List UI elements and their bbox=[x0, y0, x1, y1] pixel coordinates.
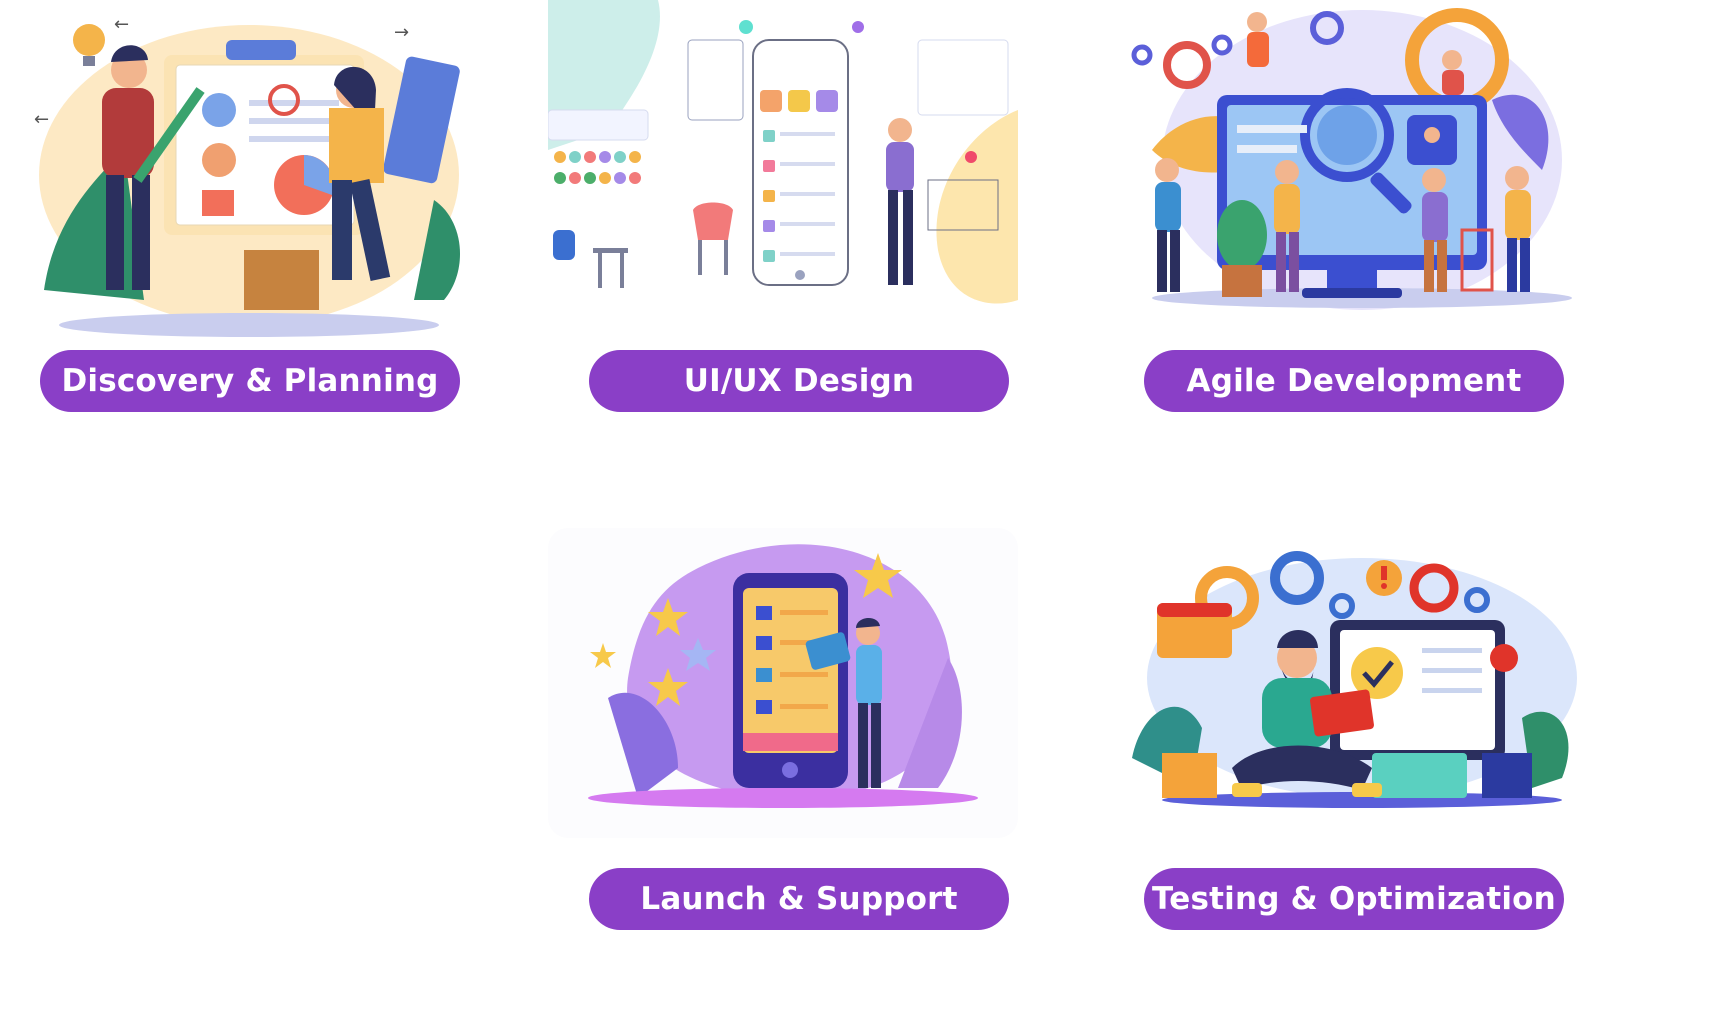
step-card-agile: Agile Development bbox=[1122, 0, 1592, 450]
svg-text:→: → bbox=[394, 22, 409, 43]
step-card-discovery: ← → ← Discovery & Planning bbox=[14, 0, 484, 450]
wireframe-design-illustration bbox=[548, 0, 1018, 340]
testing-developer-illustration bbox=[1122, 528, 1592, 868]
svg-text:←: ← bbox=[34, 109, 49, 130]
uiux-design-button[interactable]: UI/UX Design bbox=[589, 350, 1009, 412]
agile-development-button[interactable]: Agile Development bbox=[1144, 350, 1564, 412]
step-card-uiux: UI/UX Design bbox=[548, 0, 1018, 450]
launch-support-button[interactable]: Launch & Support bbox=[589, 868, 1009, 930]
testing-optimization-button[interactable]: Testing & Optimization bbox=[1144, 868, 1564, 930]
step-card-launch: Launch & Support bbox=[548, 528, 1018, 978]
development-team-illustration bbox=[1122, 0, 1592, 340]
svg-text:←: ← bbox=[114, 14, 129, 35]
mobile-launch-illustration bbox=[548, 528, 1018, 868]
step-card-testing: Testing & Optimization bbox=[1122, 528, 1592, 978]
planning-team-illustration: ← → ← bbox=[14, 0, 484, 340]
discovery-planning-button[interactable]: Discovery & Planning bbox=[40, 350, 460, 412]
